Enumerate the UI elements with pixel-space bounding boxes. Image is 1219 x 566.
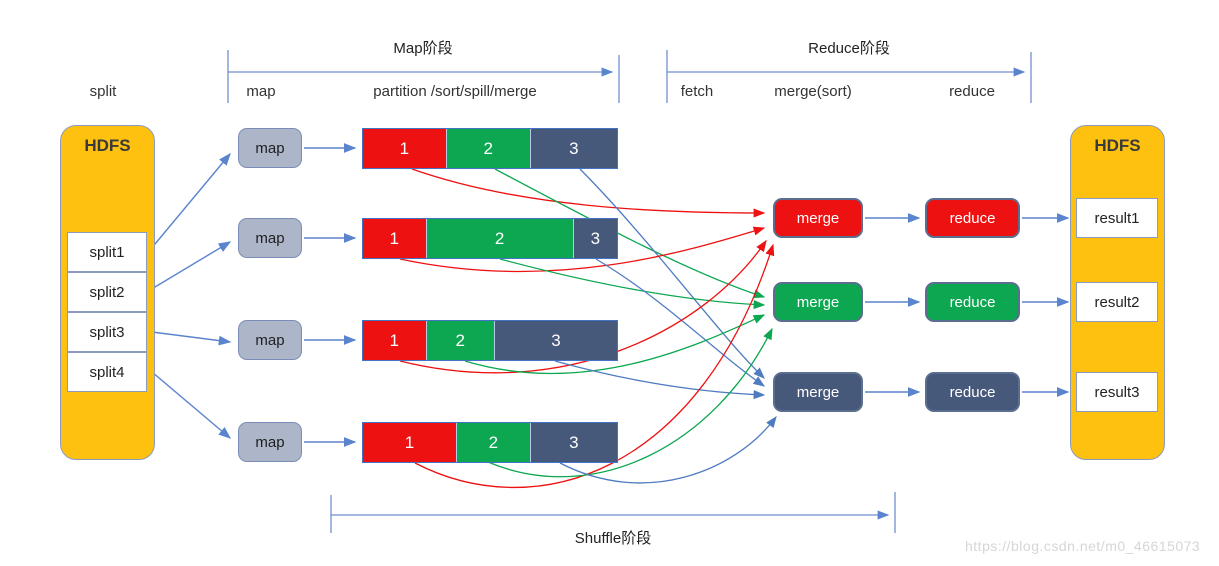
partition-2-segment: 2 — [426, 321, 496, 360]
column-label-partition: partition /sort/spill/merge — [373, 83, 537, 100]
reduce-to-result-arrows — [1022, 213, 1070, 397]
column-label-map: map — [246, 83, 276, 100]
shuffle-stage-label: Shuffle阶段 — [574, 530, 652, 547]
reduce-stage-bracket — [666, 50, 1032, 103]
reduce-node-slate: reduce — [925, 372, 1020, 412]
partition-bar-3: 1 2 3 — [362, 320, 618, 361]
partition-2-segment: 2 — [446, 129, 531, 168]
merge-node-green: merge — [773, 282, 863, 322]
reduce-node-green: reduce — [925, 282, 1020, 322]
reduce-stage-label: Reduce阶段 — [808, 40, 890, 57]
partition-bar-2: 1 2 3 — [362, 218, 618, 259]
map-task-4: map — [238, 422, 302, 462]
map-task-2: map — [238, 218, 302, 258]
shuffle-curves — [399, 168, 777, 489]
watermark-text: https://blog.csdn.net/m0_46615073 — [965, 538, 1201, 554]
hdfs-output-title: HDFS — [1094, 136, 1141, 155]
map-task-1: map — [238, 128, 302, 168]
split2-block: split2 — [67, 272, 147, 312]
partition-1-segment: 1 — [363, 423, 457, 462]
partition-3-segment: 3 — [530, 129, 617, 168]
map-stage-bracket — [227, 50, 620, 103]
result3-block: result3 — [1076, 372, 1158, 412]
reduce-node-red: reduce — [925, 198, 1020, 238]
split1-block: split1 — [67, 232, 147, 272]
shuffle-stage-bracket — [330, 492, 896, 533]
result2-block: result2 — [1076, 282, 1158, 322]
merge-to-reduce-arrows — [865, 213, 921, 397]
column-label-reduce: reduce — [949, 83, 995, 100]
partition-3-segment: 3 — [495, 321, 617, 360]
map-to-partition-arrows — [304, 143, 357, 447]
hdfs-input-title: HDFS — [84, 136, 131, 155]
split3-block: split3 — [67, 312, 147, 352]
merge-node-slate: merge — [773, 372, 863, 412]
merge-node-red: merge — [773, 198, 863, 238]
partition-bar-4: 1 2 3 — [362, 422, 618, 463]
column-label-split: split — [89, 83, 117, 100]
partition-1-segment: 1 — [363, 129, 447, 168]
partition-1-segment: 1 — [363, 321, 427, 360]
split-to-map-arrows — [149, 152, 232, 439]
partition-3-segment: 3 — [530, 423, 617, 462]
split4-block: split4 — [67, 352, 147, 392]
partition-3-segment: 3 — [573, 219, 617, 258]
partition-bar-1: 1 2 3 — [362, 128, 618, 169]
partition-1-segment: 1 — [363, 219, 427, 258]
map-stage-label: Map阶段 — [393, 40, 453, 57]
column-label-fetch: fetch — [680, 83, 714, 100]
result1-block: result1 — [1076, 198, 1158, 238]
map-task-3: map — [238, 320, 302, 360]
partition-2-segment: 2 — [426, 219, 574, 258]
partition-2-segment: 2 — [456, 423, 531, 462]
column-label-merge-sort: merge(sort) — [774, 83, 852, 100]
